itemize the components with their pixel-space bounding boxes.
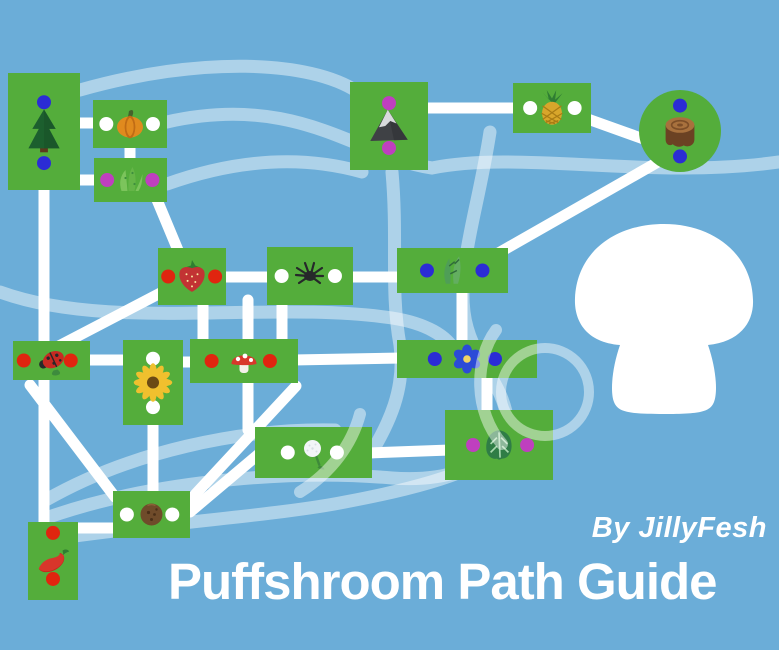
node-dot — [427, 352, 442, 366]
sunflower-icon — [133, 363, 173, 402]
credit-text: By JillyFesh — [591, 512, 767, 544]
node-dot — [46, 525, 60, 540]
map-node-weeds — [94, 158, 167, 202]
light-path — [160, 155, 369, 191]
page-title: Puffshroom Path Guide — [168, 553, 718, 610]
light-path — [0, 285, 462, 359]
node-dot — [567, 101, 582, 115]
node-dot — [208, 269, 223, 284]
map-node-toadstool — [190, 339, 298, 383]
node-dot — [329, 445, 344, 460]
light-arc — [496, 343, 594, 441]
node-dot — [382, 96, 396, 111]
node-dot — [488, 352, 502, 366]
path-segment — [149, 189, 186, 261]
node-dot — [673, 98, 687, 113]
node-dot — [466, 438, 481, 452]
map-node-pepper — [28, 522, 78, 600]
node-dot — [100, 173, 115, 187]
light-path — [294, 408, 366, 498]
path-segment — [184, 447, 266, 518]
node-area-herbs — [397, 248, 508, 293]
pineapple-icon — [541, 90, 563, 125]
map-node-sunflower — [123, 340, 183, 425]
mountain-icon — [370, 109, 408, 141]
path-segment — [362, 444, 456, 459]
path-segment — [49, 282, 176, 354]
path-segment — [287, 352, 408, 366]
path-segment — [24, 379, 121, 503]
node-dot — [274, 269, 289, 283]
node-dot — [37, 156, 51, 171]
map-node-truffle — [113, 491, 190, 538]
node-dot — [262, 354, 277, 368]
node-dot — [46, 571, 60, 586]
dandelion-icon — [304, 440, 325, 470]
node-dot — [161, 269, 176, 284]
node-dot — [382, 141, 396, 155]
strawberry-icon — [179, 260, 205, 292]
node-dot — [280, 445, 295, 460]
path-segment — [489, 152, 671, 261]
node-dot — [523, 101, 538, 115]
path-segment — [184, 380, 302, 506]
toadstool-icon — [231, 353, 257, 373]
pepper-icon — [38, 549, 70, 573]
node-dot — [327, 269, 342, 283]
monstera-icon — [486, 430, 512, 460]
pumpkin-icon — [117, 110, 143, 139]
spider-icon — [294, 261, 325, 285]
map-node-pineapple — [513, 83, 591, 133]
map-node-mountain — [350, 82, 428, 170]
weeds-icon — [120, 167, 143, 191]
map-node-ladybug — [13, 341, 90, 380]
light-path — [474, 324, 508, 450]
blueflower-icon — [453, 344, 481, 374]
map-node-strawberry — [158, 248, 226, 305]
map-node-spider — [267, 247, 353, 305]
node-dot — [37, 95, 51, 110]
node-dot — [419, 263, 434, 278]
node-dot — [165, 507, 180, 522]
node-dot — [145, 173, 160, 187]
truffle-icon — [140, 503, 163, 526]
ladybug-icon — [39, 351, 64, 376]
light-path — [365, 165, 408, 459]
light-path — [73, 59, 365, 99]
node-dot — [16, 353, 31, 368]
map-node-pine-tree — [8, 73, 80, 190]
map-node-pumpkin — [93, 100, 167, 148]
map-node-stump — [639, 90, 721, 172]
node-dot — [63, 353, 78, 368]
map-node-blue-flower — [397, 340, 537, 378]
map-node-herbs — [397, 248, 508, 293]
node-dot — [146, 351, 160, 366]
light-path — [160, 107, 779, 175]
node-dot — [146, 400, 160, 415]
herbs-icon — [444, 256, 461, 284]
node-dot — [475, 263, 490, 278]
node-dot — [520, 438, 535, 452]
node-dot — [204, 354, 219, 368]
stump-icon — [665, 117, 695, 147]
puffshroom-silhouette-icon — [574, 224, 754, 414]
tree-icon — [28, 109, 60, 153]
node-dot — [119, 507, 134, 522]
node-dot — [99, 117, 114, 131]
map-node-dandelion — [255, 427, 372, 478]
node-dot — [145, 117, 160, 131]
node-dot — [673, 149, 687, 164]
map-node-monstera-leaf — [445, 410, 553, 480]
